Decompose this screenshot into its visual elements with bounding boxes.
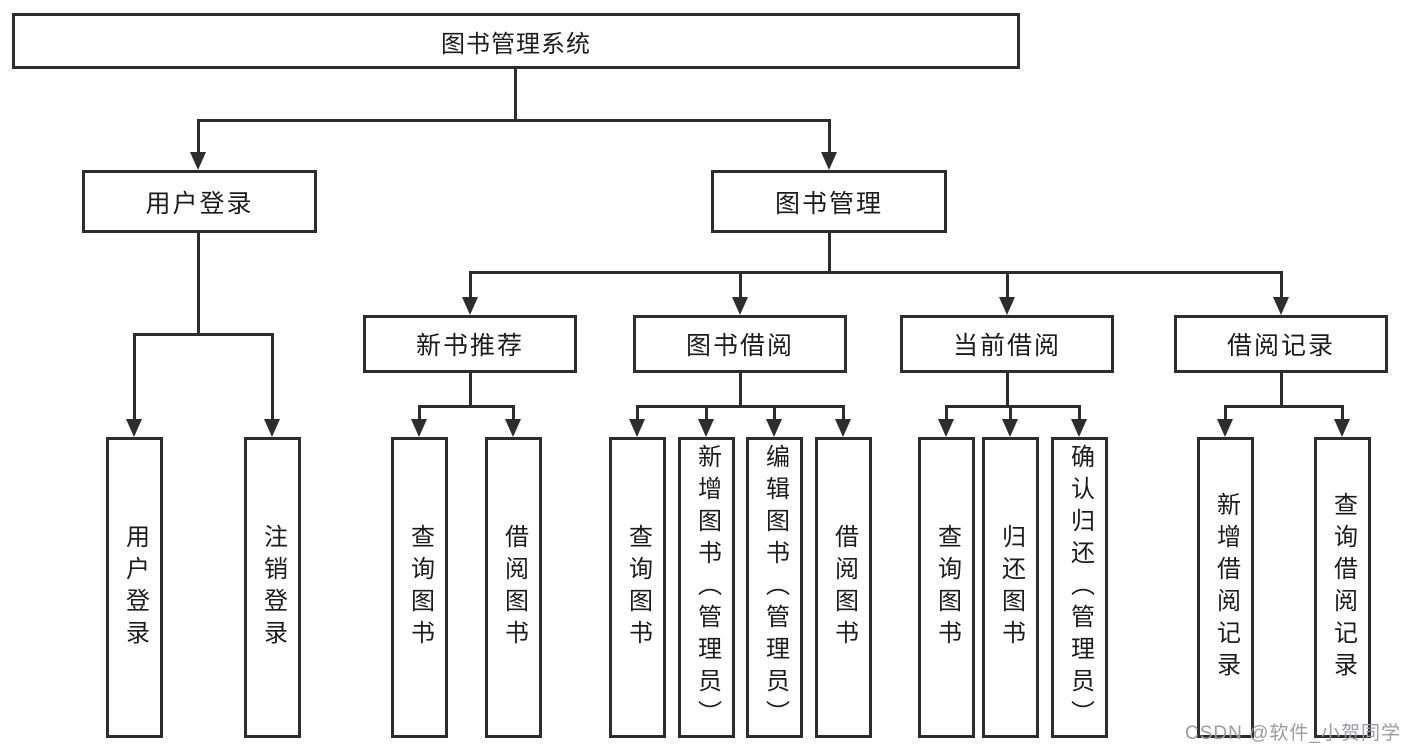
connector-line <box>469 271 1283 274</box>
leaf-borrow-books-recommend: 借阅图书 <box>485 437 542 738</box>
connector-line <box>828 233 831 274</box>
connector-line <box>1224 405 1227 421</box>
leaf-query-books-current: 查询图书 <box>918 437 975 738</box>
leaf-query-books-borrowing: 查询图书 <box>609 437 666 738</box>
connector-arrow <box>1071 419 1087 437</box>
connector-line <box>418 405 421 421</box>
node-label: 用户登录 <box>121 523 149 652</box>
connector-line <box>636 405 845 408</box>
connector-arrow <box>505 419 521 437</box>
connector-line <box>1341 405 1344 421</box>
leaf-user-login: 用户登录 <box>106 437 163 738</box>
connector-line <box>828 119 831 155</box>
node-user-login: 用户登录 <box>82 170 317 233</box>
connector-line <box>197 119 831 122</box>
leaf-borrow-books: 借阅图书 <box>815 437 872 738</box>
leaf-query-borrow-record: 查询借阅记录 <box>1314 437 1371 738</box>
node-label: 借阅图书 <box>830 523 858 652</box>
connector-arrow <box>264 419 280 437</box>
node-label: 用户登录 <box>145 189 254 218</box>
leaf-query-books-recommend: 查询图书 <box>391 437 448 738</box>
node-label: 归还图书 <box>997 523 1025 652</box>
connector-arrow <box>1334 419 1350 437</box>
node-label: 图书管理 <box>774 189 883 218</box>
connector-line <box>197 119 200 155</box>
connector-line <box>418 405 515 408</box>
connector-line <box>514 69 517 121</box>
node-book-borrowing: 图书借阅 <box>633 315 847 373</box>
node-label: 图书管理系统 <box>441 30 591 58</box>
connector-line <box>842 405 845 421</box>
connector-line <box>133 333 274 336</box>
node-label: 查询借阅记录 <box>1329 491 1357 684</box>
node-label: 查询图书 <box>406 523 434 652</box>
connector-line <box>1006 373 1009 408</box>
leaf-return-books: 归还图书 <box>982 437 1039 738</box>
node-label: 新增图书（管理员） <box>693 443 721 732</box>
leaf-logout: 注销登录 <box>244 437 301 738</box>
connector-line <box>197 233 200 336</box>
leaf-edit-books-admin: 编辑图书（管理员） <box>746 437 803 738</box>
connector-arrow <box>190 152 206 170</box>
connector-arrow <box>1002 419 1018 437</box>
csdn-watermark: CSDN @软件_小贺同学 <box>1185 723 1401 744</box>
leaf-add-borrow-record: 新增借阅记录 <box>1197 437 1254 738</box>
connector-line <box>271 333 274 421</box>
connector-arrow <box>462 297 478 315</box>
node-label: 新增借阅记录 <box>1212 491 1240 684</box>
connector-line <box>1280 271 1283 299</box>
connector-line <box>945 405 1081 408</box>
connector-line <box>133 333 136 421</box>
connector-arrow <box>999 297 1015 315</box>
connector-arrow <box>1217 419 1233 437</box>
connector-line <box>1006 271 1009 299</box>
node-label: 借阅记录 <box>1226 332 1335 360</box>
node-new-book-recommendation: 新书推荐 <box>363 315 577 373</box>
connector-arrow <box>732 297 748 315</box>
connector-line <box>1009 405 1012 421</box>
leaf-add-books-admin: 新增图书（管理员） <box>678 437 735 738</box>
connector-arrow <box>629 419 645 437</box>
node-current-borrowing: 当前借阅 <box>900 315 1114 373</box>
connector-line <box>1078 405 1081 421</box>
connector-arrow <box>821 152 837 170</box>
connector-line <box>773 405 776 421</box>
connector-line <box>705 405 708 421</box>
connector-line <box>945 405 948 421</box>
connector-arrow <box>766 419 782 437</box>
connector-line <box>1280 373 1283 408</box>
node-label: 查询图书 <box>933 523 961 652</box>
connector-line <box>1224 405 1344 408</box>
connector-line <box>636 405 639 421</box>
connector-arrow <box>126 419 142 437</box>
node-label: 注销登录 <box>259 523 287 652</box>
connector-line <box>739 373 742 408</box>
node-label: 编辑图书（管理员） <box>761 443 789 732</box>
connector-arrow <box>698 419 714 437</box>
node-label: 借阅图书 <box>500 523 528 652</box>
connector-arrow <box>1273 297 1289 315</box>
connector-line <box>469 271 472 299</box>
connector-arrow <box>835 419 851 437</box>
connector-line <box>739 271 742 299</box>
node-library-management-system: 图书管理系统 <box>12 13 1020 69</box>
node-label: 查询图书 <box>624 523 652 652</box>
leaf-confirm-return-admin: 确认归还（管理员） <box>1051 437 1108 738</box>
node-label: 新书推荐 <box>415 332 524 360</box>
node-borrowing-records: 借阅记录 <box>1174 315 1388 373</box>
connector-line <box>469 373 472 408</box>
connector-arrow <box>938 419 954 437</box>
node-label: 当前借阅 <box>952 332 1061 360</box>
connector-line <box>512 405 515 421</box>
node-book-management: 图书管理 <box>711 170 947 233</box>
connector-arrow <box>411 419 427 437</box>
node-label: 确认归还（管理员） <box>1066 443 1094 732</box>
node-label: 图书借阅 <box>685 332 794 360</box>
